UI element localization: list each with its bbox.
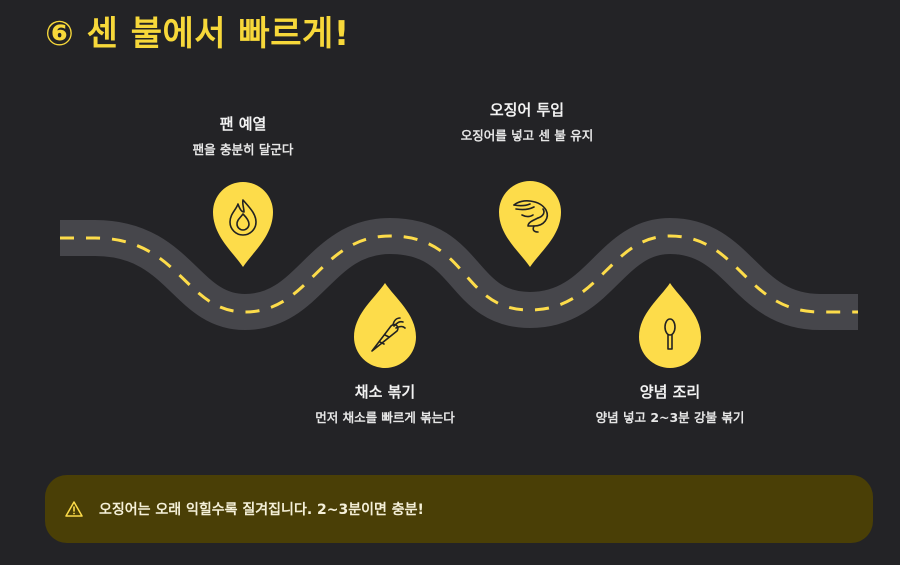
- step-title: 오징어 투입: [489, 101, 565, 119]
- step-title: 채소 볶기: [354, 383, 416, 401]
- road: [60, 217, 858, 331]
- step-seasoning: 양념 조리 양념 넣고 2~3분 강불 볶기: [595, 381, 745, 425]
- pin-vegetables: [354, 283, 416, 368]
- step-title: 팬 예열: [219, 115, 267, 133]
- step-desc: 오징어를 넣고 센 불 유지: [460, 128, 594, 143]
- tip-callout: 오징어는 오래 익힐수록 질겨집니다. 2~3분이면 충분!: [45, 475, 873, 543]
- warning-icon: [65, 501, 83, 517]
- step-vegetables: 채소 볶기 먼저 채소를 빠르게 볶는다: [310, 381, 460, 425]
- step-desc: 먼저 채소를 빠르게 볶는다: [315, 410, 455, 425]
- pin-seasoning: [639, 283, 701, 368]
- page-title: ⑥ 센 불에서 빠르게!: [45, 14, 350, 54]
- flame-icon: [229, 199, 257, 236]
- callout-text: 오징어는 오래 익힐수록 질겨집니다. 2~3분이면 충분!: [99, 502, 424, 518]
- step-title: 양념 조리: [639, 383, 701, 401]
- step-preheat: 팬 예열 팬을 충분히 달군다: [163, 113, 323, 157]
- step-desc: 양념 넣고 2~3분 강불 볶기: [595, 410, 745, 425]
- step-desc: 팬을 충분히 달군다: [192, 142, 294, 157]
- spoon-icon: [664, 318, 676, 350]
- pin-squid: [499, 181, 561, 267]
- squid-icon: [513, 200, 549, 233]
- carrot-icon: [371, 317, 406, 352]
- step-squid: 오징어 투입 오징어를 넣고 센 불 유지: [452, 99, 602, 143]
- road-center-line: [60, 234, 858, 314]
- pin-preheat: [213, 182, 273, 267]
